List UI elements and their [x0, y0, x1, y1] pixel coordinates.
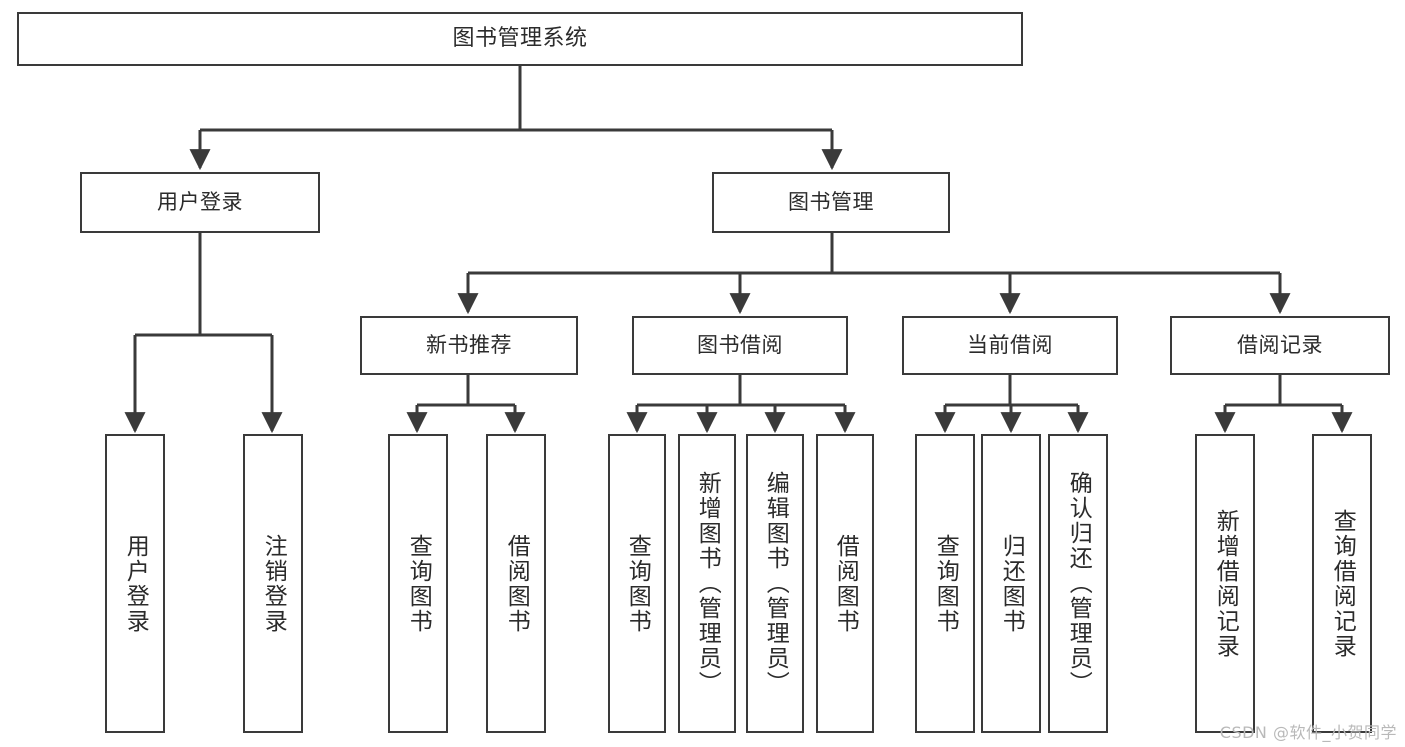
leaf-query-books-new[interactable]: 查询图书	[388, 434, 448, 733]
leaf-borrow-books-new[interactable]: 借阅图书	[486, 434, 546, 733]
node-book-borrowing-label: 图书借阅	[697, 332, 783, 357]
leaf-lend-book-label: 借阅图书	[832, 533, 859, 634]
leaf-query-books-current-label: 查询图书	[932, 533, 959, 634]
node-new-book-recommendation[interactable]: 新书推荐	[360, 316, 578, 375]
csdn-watermark: CSDN @软件_小贺同学	[1219, 723, 1397, 742]
leaf-confirm-return-admin[interactable]: 确认归还（管理员）	[1048, 434, 1108, 733]
leaf-logout-label: 注销登录	[260, 533, 287, 634]
leaf-query-borrow-record-label: 查询借阅记录	[1329, 508, 1356, 659]
leaf-query-books-borrow[interactable]: 查询图书	[608, 434, 666, 733]
node-current-borrowing[interactable]: 当前借阅	[902, 316, 1118, 375]
leaf-query-books-current[interactable]: 查询图书	[915, 434, 975, 733]
leaf-query-books-new-label: 查询图书	[405, 533, 432, 634]
node-new-book-recommendation-label: 新书推荐	[426, 332, 512, 357]
leaf-edit-book-admin[interactable]: 编辑图书（管理员）	[746, 434, 804, 733]
leaf-add-borrow-record[interactable]: 新增借阅记录	[1195, 434, 1255, 733]
leaf-user-login[interactable]: 用户登录	[105, 434, 165, 733]
leaf-add-book-admin-label: 新增图书（管理员）	[694, 471, 721, 696]
node-borrowing-records-label: 借阅记录	[1237, 332, 1323, 357]
node-book-management[interactable]: 图书管理	[712, 172, 950, 233]
node-book-management-label: 图书管理	[788, 189, 874, 214]
node-borrowing-records[interactable]: 借阅记录	[1170, 316, 1390, 375]
node-book-borrowing[interactable]: 图书借阅	[632, 316, 848, 375]
node-root-label: 图书管理系统	[452, 25, 588, 51]
leaf-confirm-return-admin-label: 确认归还（管理员）	[1065, 471, 1092, 696]
leaf-return-book[interactable]: 归还图书	[981, 434, 1041, 733]
node-user-login[interactable]: 用户登录	[80, 172, 320, 233]
leaf-add-book-admin[interactable]: 新增图书（管理员）	[678, 434, 736, 733]
leaf-query-borrow-record[interactable]: 查询借阅记录	[1312, 434, 1372, 733]
leaf-query-books-borrow-label: 查询图书	[624, 533, 651, 634]
leaf-lend-book[interactable]: 借阅图书	[816, 434, 874, 733]
node-current-borrowing-label: 当前借阅	[967, 332, 1053, 357]
leaf-user-login-label: 用户登录	[122, 533, 149, 634]
leaf-add-borrow-record-label: 新增借阅记录	[1212, 508, 1239, 659]
leaf-return-book-label: 归还图书	[998, 533, 1025, 634]
leaf-edit-book-admin-label: 编辑图书（管理员）	[762, 471, 789, 696]
node-user-login-label: 用户登录	[157, 189, 243, 214]
node-root-book-management-system[interactable]: 图书管理系统	[17, 12, 1023, 66]
leaf-borrow-books-new-label: 借阅图书	[503, 533, 530, 634]
leaf-logout[interactable]: 注销登录	[243, 434, 303, 733]
